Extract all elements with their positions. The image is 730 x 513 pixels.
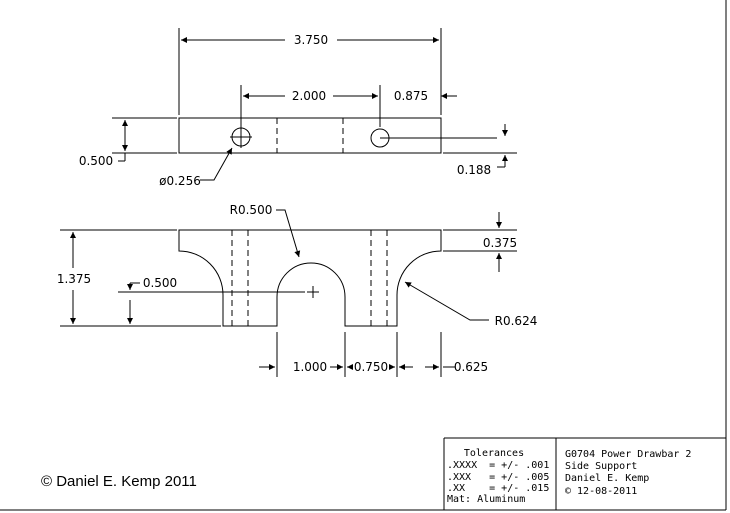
- arch-center-mark: [307, 286, 319, 298]
- dim-arch-radius: [276, 209, 301, 258]
- author-name: Daniel E. Kemp: [565, 473, 649, 484]
- dim-top-thickness-label: 0.375: [483, 236, 517, 250]
- dim-slot-spacing-label: 1.000: [293, 360, 327, 374]
- dim-leg-width-label: 0.625: [454, 360, 488, 374]
- tolerance-xx: .XX = +/- .015: [447, 483, 549, 494]
- dim-slot-width-label: 0.750: [354, 360, 388, 374]
- dim-hole-center-offset-label: 0.188: [457, 163, 491, 177]
- dim-overall-width: [178, 28, 442, 115]
- dim-hole-spacing-label: 2.000: [292, 89, 326, 103]
- dim-plate-thickness: [112, 117, 177, 162]
- dim-overall-width-label: 3.750: [294, 33, 328, 47]
- dim-corner-radius: [404, 281, 489, 321]
- dim-hole-edge-offset-label: 0.875: [394, 89, 428, 103]
- dim-plate-thickness-label: 0.500: [79, 154, 113, 168]
- dim-hole-center-offset: [443, 124, 517, 168]
- hidden-lines: [231, 230, 388, 326]
- top-view: 3.750 2.000 0.875 0.500 ø0.25: [79, 28, 517, 188]
- title-block: Tolerances .XXXX = +/- .001 .XXX = +/- .…: [443, 437, 726, 510]
- dim-corner-radius-label: R0.624: [495, 314, 538, 328]
- dim-bottom-extensions: [276, 332, 442, 377]
- dim-top-thickness: [443, 212, 517, 272]
- dim-hole-spacing: [240, 85, 381, 127]
- copyright-text: © Daniel E. Kemp 2011: [41, 473, 197, 490]
- dim-arch-center-height-label: 0.500: [143, 276, 177, 290]
- material-label: Mat: Aluminum: [447, 494, 525, 505]
- dim-overall-height: [60, 229, 221, 327]
- front-view-outline: [178, 229, 442, 327]
- part-name: Side Support: [565, 461, 637, 472]
- dim-arch-center-height: [118, 282, 305, 324]
- dim-hole-diameter: [200, 147, 233, 181]
- drawing-title: G0704 Power Drawbar 2: [565, 449, 691, 460]
- drawing-date: © 12-08-2011: [565, 486, 637, 497]
- tolerance-xxxx: .XXXX = +/- .001: [447, 460, 549, 471]
- dim-overall-height-label: 1.375: [57, 272, 91, 286]
- dim-hole-diameter-label: ø0.256: [159, 174, 201, 188]
- tolerances-heading: Tolerances: [464, 448, 524, 459]
- front-view: 1.375 0.500 R0.500 0.375 R0.624: [57, 203, 538, 377]
- dim-arch-radius-label: R0.500: [230, 203, 273, 217]
- top-view-outline: [178, 117, 442, 154]
- tolerance-xxx: .XXX = +/- .005: [447, 472, 549, 483]
